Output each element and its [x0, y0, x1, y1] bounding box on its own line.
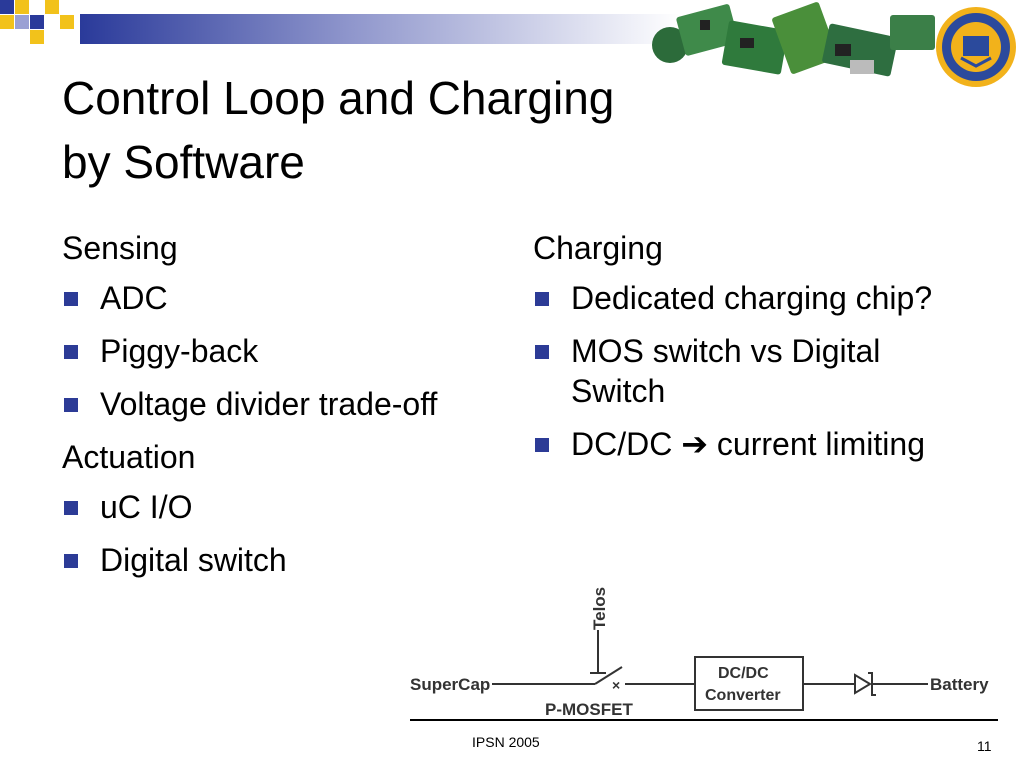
right-arrow-icon: ➔: [681, 426, 709, 462]
circuit-boards-image: [652, 2, 935, 77]
list-item: MOS switch vs Digital Switch: [533, 331, 983, 411]
square-bullet-icon: [64, 398, 78, 412]
uc-seal-logo: [936, 7, 1016, 87]
right-column: Charging Dedicated charging chip? MOS sw…: [533, 228, 983, 477]
section-heading-sensing: Sensing: [62, 230, 178, 266]
charging-circuit-diagram: SuperCap Telos × P-MOSFET DC/DC Converte…: [410, 587, 989, 719]
section-heading-charging: Charging: [533, 230, 663, 266]
list-item: DC/DC ➔ current limiting: [533, 424, 983, 464]
battery-label: Battery: [930, 675, 989, 694]
list-item-text: Dedicated charging chip?: [571, 280, 933, 316]
list-item-text: current limiting: [716, 426, 925, 462]
telos-label: Telos: [590, 587, 609, 630]
title-line-1: Control Loop and Charging: [62, 72, 615, 124]
page-number: 11: [977, 738, 992, 754]
title-line-2: by Software: [62, 136, 305, 188]
left-column: Sensing ADC Piggy-back Voltage divider t…: [62, 228, 492, 593]
header-gradient-bar: [80, 14, 680, 44]
square-bullet-icon: [535, 438, 549, 452]
list-item-text: DC/DC: [571, 426, 673, 462]
list-item-text: MOS switch vs Digital Switch: [571, 333, 881, 409]
converter-label-line1: DC/DC: [718, 665, 769, 682]
list-item-text: Voltage divider trade-off: [100, 386, 438, 422]
supercap-label: SuperCap: [410, 675, 490, 694]
list-item-text: Piggy-back: [100, 333, 259, 369]
square-bullet-icon: [64, 554, 78, 568]
cross-mark-icon: ×: [612, 677, 620, 693]
list-item-text: ADC: [100, 280, 168, 316]
list-item-text: uC I/O: [100, 489, 193, 525]
slide-title: Control Loop and Charging by Software: [62, 66, 762, 194]
square-bullet-icon: [535, 292, 549, 306]
footer-text: IPSN 2005: [472, 734, 540, 750]
list-item: Dedicated charging chip?: [533, 278, 983, 318]
pmosfet-label: P-MOSFET: [545, 700, 633, 719]
square-bullet-icon: [64, 345, 78, 359]
list-item: uC I/O: [62, 487, 492, 527]
square-bullet-icon: [64, 501, 78, 515]
list-item: Voltage divider trade-off: [62, 384, 502, 424]
list-item: Piggy-back: [62, 331, 492, 371]
square-bullet-icon: [64, 292, 78, 306]
list-item: ADC: [62, 278, 492, 318]
diode-icon: [854, 673, 872, 695]
list-item: Digital switch: [62, 540, 492, 580]
section-heading-actuation: Actuation: [62, 439, 196, 475]
list-item-text: Digital switch: [100, 542, 287, 578]
converter-label-line2: Converter: [705, 687, 781, 704]
footer-divider: [410, 719, 998, 721]
square-bullet-icon: [535, 345, 549, 359]
corner-squares-decoration: [0, 0, 74, 44]
